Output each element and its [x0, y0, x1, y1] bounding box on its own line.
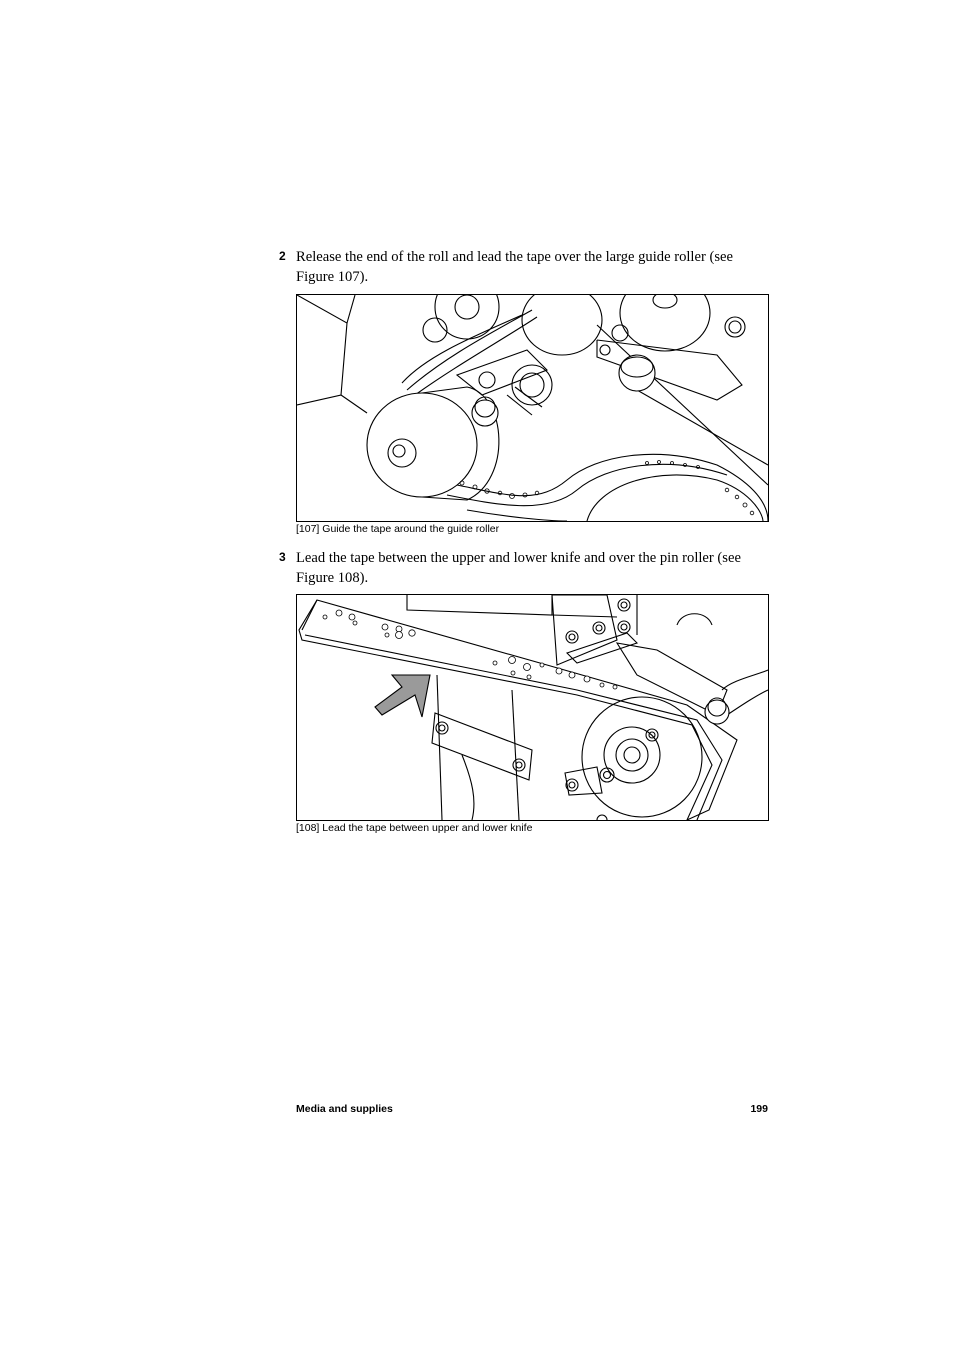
step-text: Release the end of the roll and lead the… [296, 249, 733, 285]
figure-107-caption: [107] Guide the tape around the guide ro… [296, 523, 500, 535]
step-number: 2 [279, 249, 286, 263]
page-number: 199 [750, 1103, 768, 1115]
step-text: Lead the tape between the upper and lowe… [296, 550, 741, 586]
footer-section-title: Media and supplies [296, 1103, 393, 1115]
figure-107-illustration [296, 294, 769, 522]
direction-arrow-icon [374, 674, 431, 718]
figure-108-illustration [296, 594, 769, 821]
step-number: 3 [279, 550, 286, 564]
guide-roller-drawing [297, 295, 768, 521]
knife-and-pin-roller-drawing [298, 595, 768, 820]
figure-108-caption: [108] Lead the tape between upper and lo… [296, 822, 533, 834]
